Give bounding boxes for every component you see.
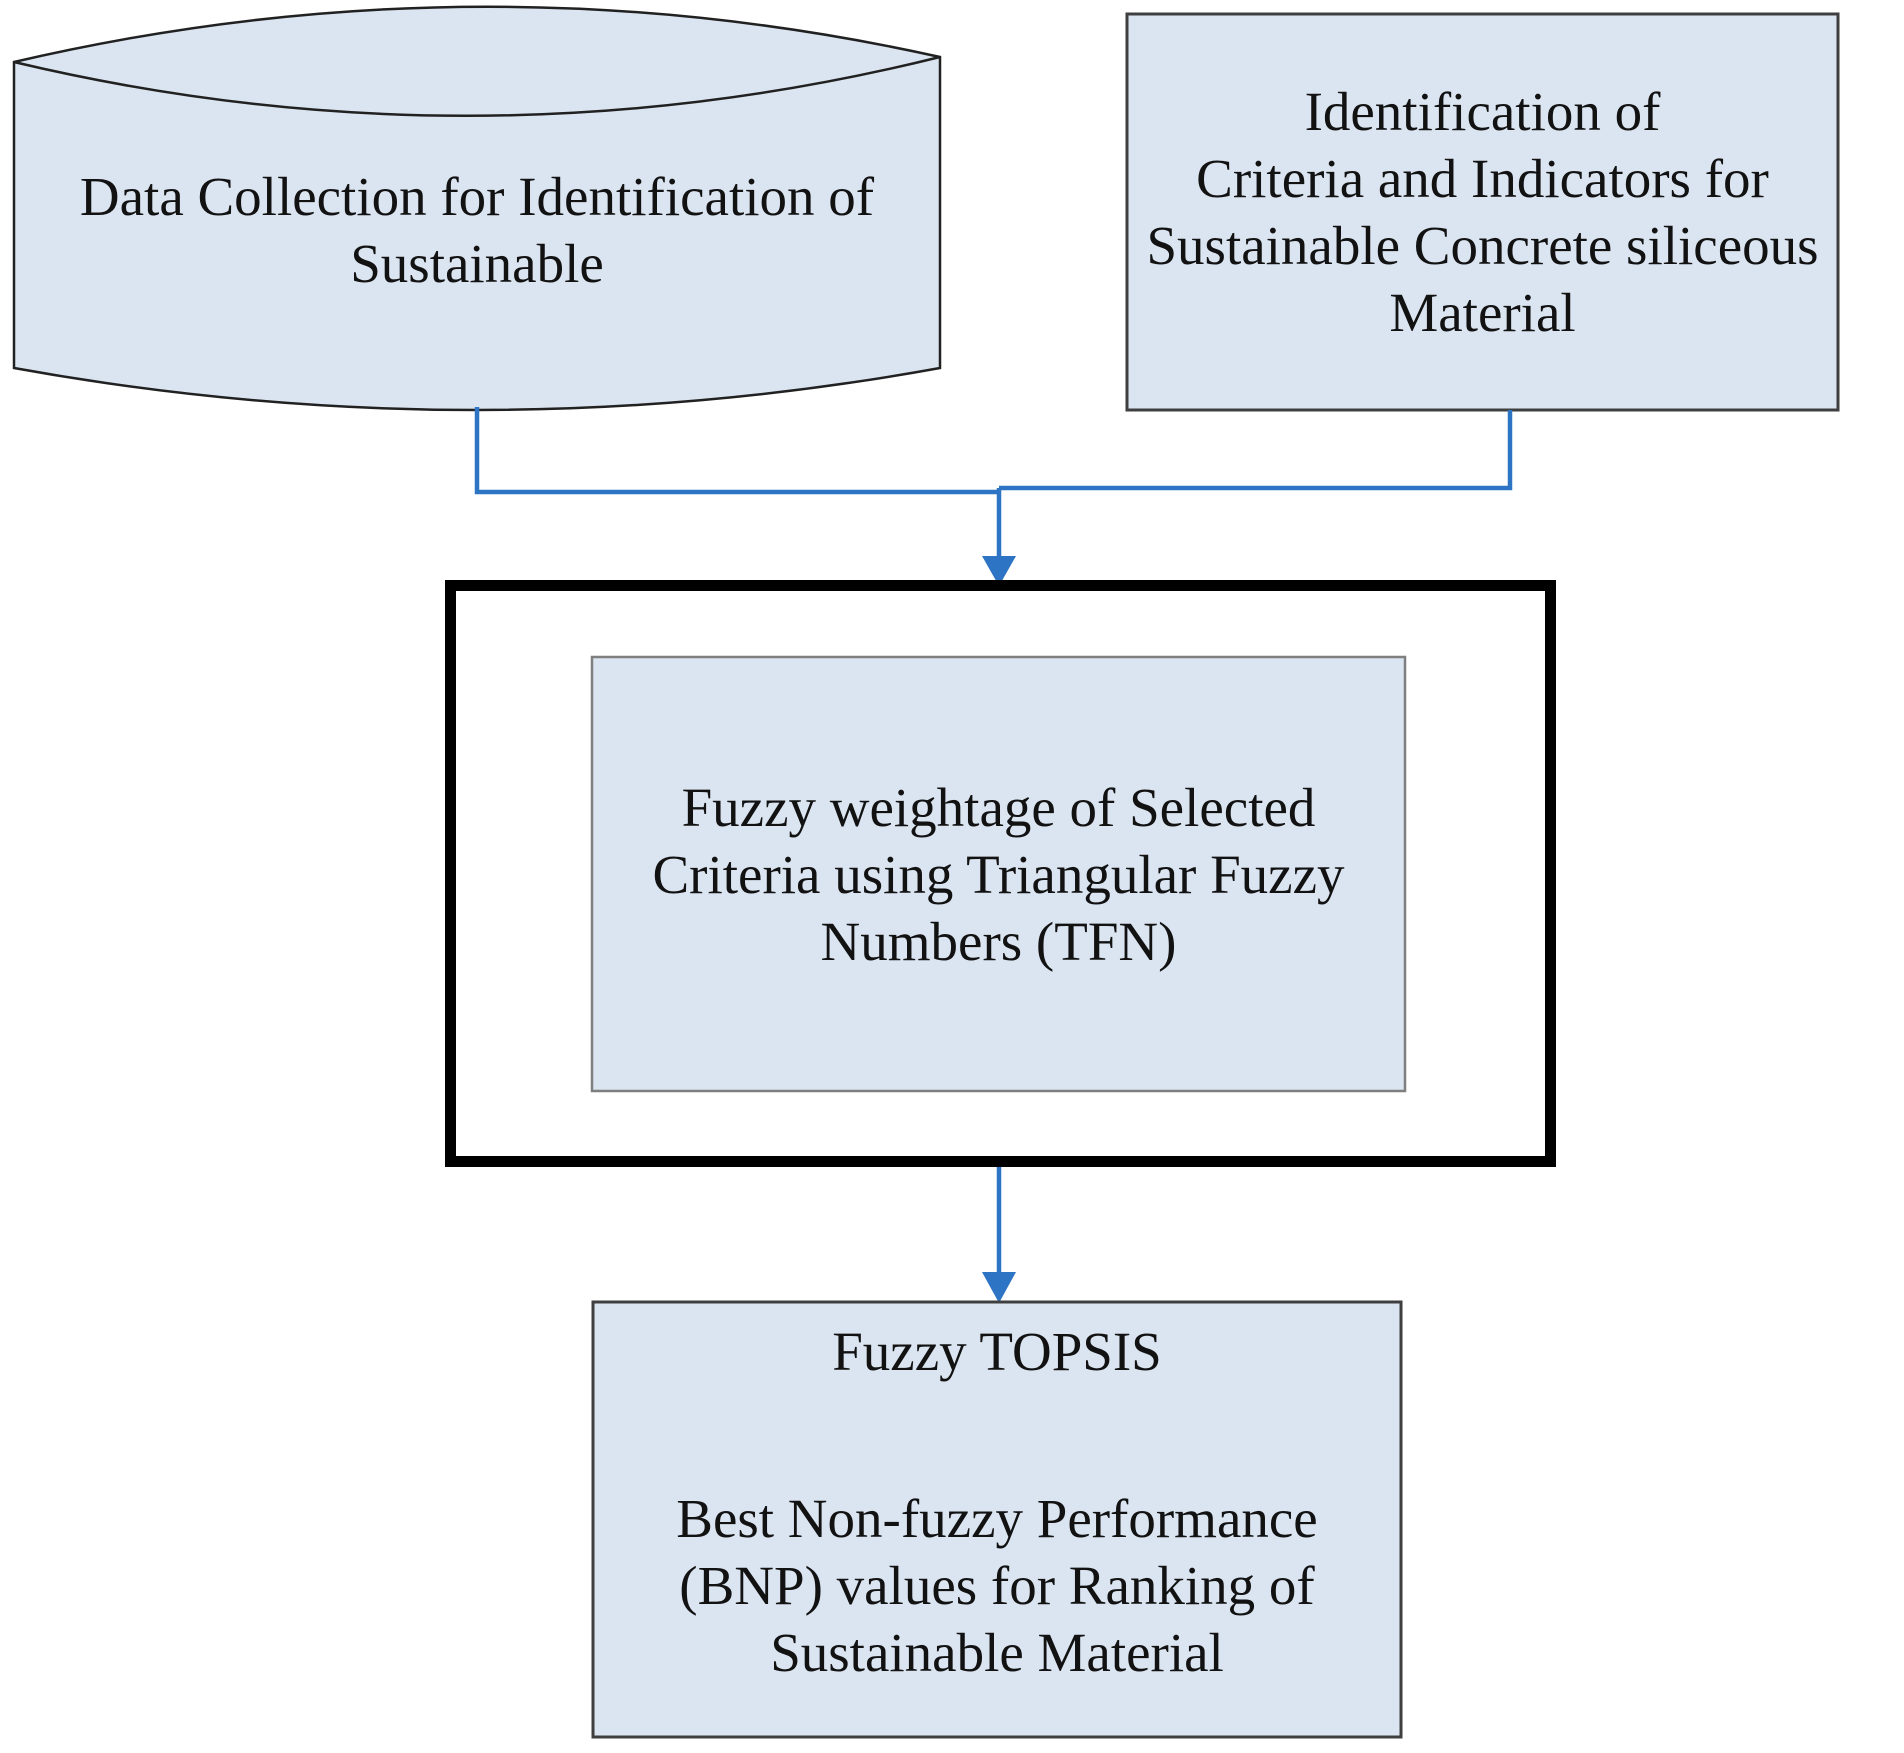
identification-box <box>1125 12 1840 412</box>
identification-line-2: Criteria and Indicators for <box>1196 148 1769 209</box>
fuzzy-topsis-label: Fuzzy TOPSIS Best Non-fuzzy Performance … <box>593 1302 1401 1737</box>
identification-line-4: Material <box>1389 282 1576 343</box>
arrowhead-into-emphasis-frame <box>982 556 1016 586</box>
fuzzy-topsis-box <box>591 1300 1403 1739</box>
data-collection-label: Data Collection for Identification of Su… <box>14 70 940 390</box>
fuzzy-topsis-line-3: Sustainable Material <box>770 1622 1224 1683</box>
stored-data-shape <box>12 5 942 412</box>
identification-line-1: Identification of <box>1304 81 1661 142</box>
fuzzy-topsis-heading: Fuzzy TOPSIS <box>832 1321 1162 1382</box>
fuzzy-weightage-line-3: Numbers (TFN) <box>820 910 1177 972</box>
fuzzy-topsis-line-1: Best Non-fuzzy Performance <box>676 1488 1318 1549</box>
fuzzy-weightage-line-1: Fuzzy weightage of Selected <box>681 776 1316 838</box>
data-collection-line-2: Sustainable <box>350 233 604 294</box>
connector-from-data-collection <box>474 407 999 495</box>
fuzzy-weightage-box <box>590 655 1407 1093</box>
data-collection-line-1: Data Collection for Identification of <box>79 166 875 227</box>
fuzzy-weightage-label: Fuzzy weightage of Selected Criteria usi… <box>592 657 1405 1091</box>
connector-from-identification <box>999 410 1513 491</box>
identification-label: Identification of Criteria and Indicator… <box>1127 14 1838 410</box>
fuzzy-weightage-line-2: Criteria using Triangular Fuzzy <box>652 843 1345 905</box>
fuzzy-topsis-line-2: (BNP) values for Ranking of <box>679 1555 1315 1616</box>
arrowhead-into-fuzzy-topsis <box>982 1272 1016 1303</box>
stored-data-lens-arc <box>13 55 941 118</box>
identification-line-3: Sustainable Concrete siliceous <box>1146 215 1819 276</box>
